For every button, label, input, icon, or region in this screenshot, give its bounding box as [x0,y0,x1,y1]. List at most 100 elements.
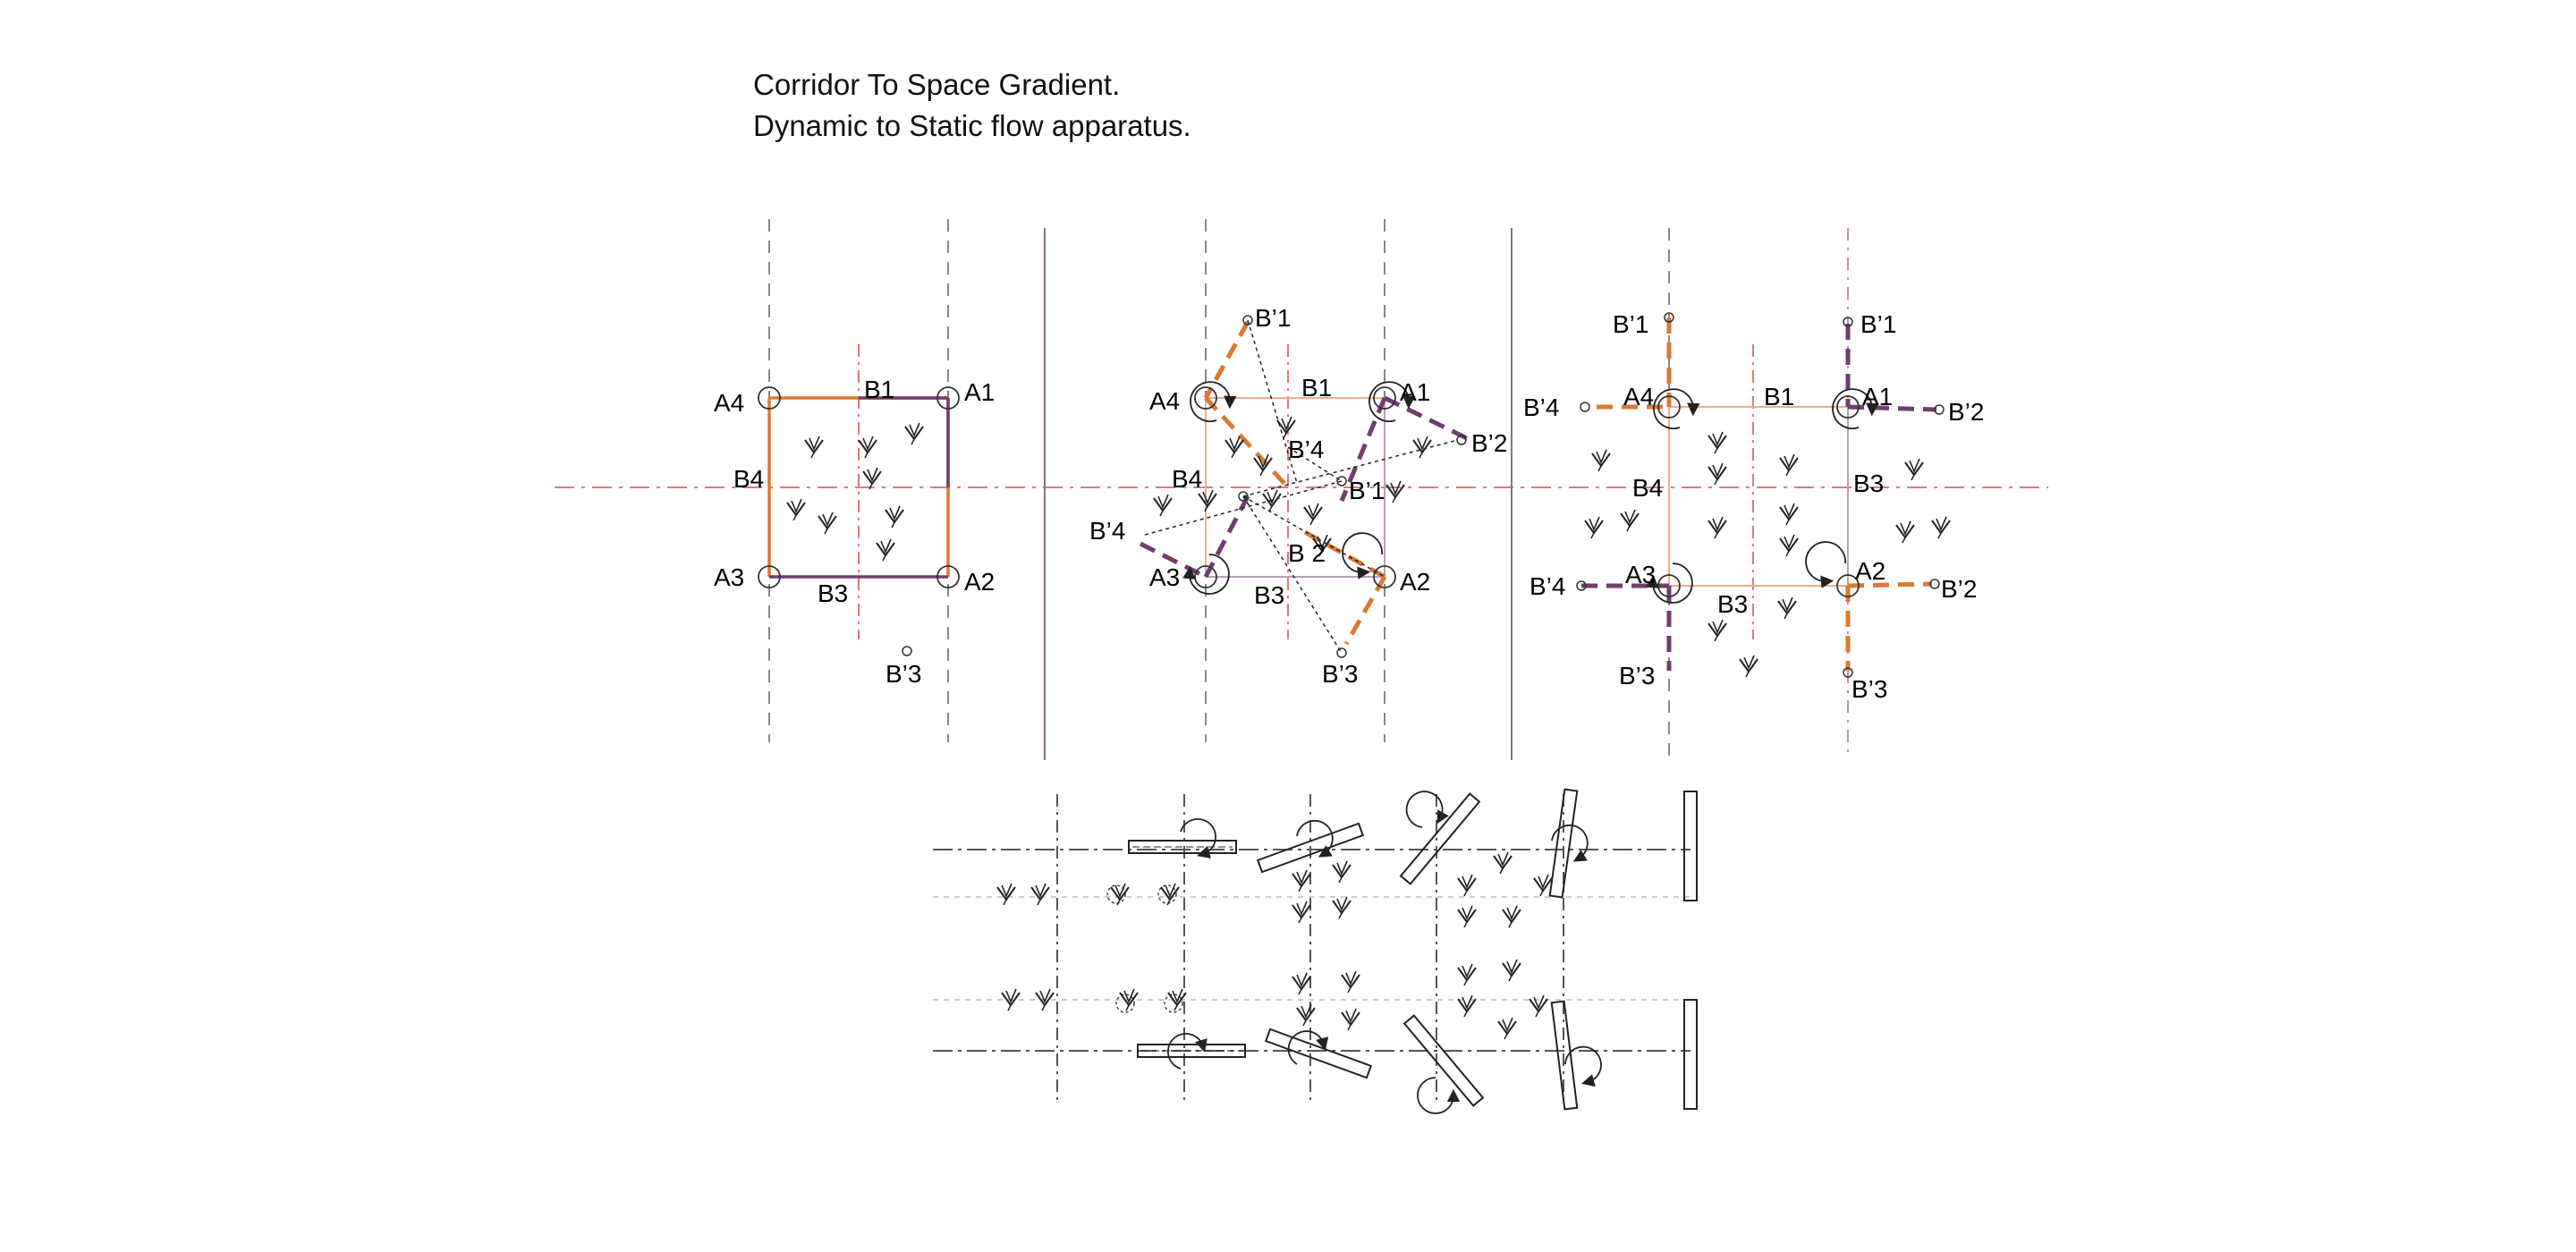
person-figure-icon [1110,883,1130,906]
rotating-panel [1399,792,1481,885]
label: A1 [964,378,995,406]
label: A4 [1623,383,1654,410]
person-figure-icon [818,512,837,535]
person-figure-icon [1153,494,1173,517]
label: B’3 [1322,660,1358,688]
person-figure-icon [1030,883,1050,906]
person-figure-icon [1779,503,1799,526]
label: B’3 [1619,662,1655,689]
person-figure-icon [1412,436,1432,459]
person-figure-icon [1497,1017,1517,1040]
label: B’1 [1860,310,1896,338]
rotation-arrow-icon [1182,554,1230,595]
rotation-arrow-icon [1805,541,1846,588]
person-figure-icon [1332,896,1352,919]
person-figure-icon [1385,480,1405,503]
rotating-panel [1683,791,1698,901]
rotating-panel [1137,1044,1246,1058]
label: B3 [1717,590,1748,618]
person-figure-icon [1904,458,1924,481]
label: B’1 [1349,477,1385,504]
label: A3 [714,563,744,591]
rotation-arrow-icon [1296,819,1334,858]
hinge-circle-icon [1194,386,1217,410]
hinge-circle-icon [1657,395,1681,419]
person-figure-icon [1707,619,1727,642]
rotation-arrow-icon [1551,824,1589,862]
person-figure-icon [1739,655,1758,678]
label: B’1 [1255,304,1291,332]
label: B1 [1764,383,1794,410]
label: B’2 [1471,429,1507,457]
label: B3 [1853,470,1884,497]
person-figure-icon [1777,596,1797,620]
rotation-arrow-icon [1832,388,1879,430]
person-figure-icon [1533,874,1553,897]
person-figure-icon [1493,851,1513,875]
person-figure-icon [786,498,806,521]
person-figure-icon [1457,905,1477,928]
person-figure-icon [1341,1008,1360,1031]
person-figure-icon [1303,503,1323,526]
person-figure-icon [862,467,882,490]
rotation-arrow-icon [1646,563,1693,604]
person-figure-icon [1119,988,1139,1011]
label: A4 [714,389,744,417]
rotation-arrow-icon [1342,532,1383,579]
title-line-2: Dynamic to Static flow apparatus. [753,109,1191,142]
hinge-circle-icon [758,386,781,410]
person-figure-icon [1292,869,1311,892]
rotating-panel [1128,840,1237,854]
label: A2 [1855,557,1885,585]
rotating-panel [1548,788,1579,899]
label: B’2 [1941,575,1977,603]
label: B1 [1301,374,1332,402]
rotation-arrow-icon [1653,388,1700,430]
label: B1 [864,376,894,403]
label: B’1 [1613,310,1648,338]
person-figure-icon [1224,436,1244,459]
person-figure-icon [1591,449,1611,472]
person-figure-icon [876,538,895,562]
label: B’4 [1089,517,1125,545]
person-figure-icon [904,422,924,445]
person-figure-icon [1895,520,1915,544]
person-figure-icon [885,505,904,529]
label: B’4 [1288,436,1324,463]
rotating-panel [1256,822,1365,874]
person-figure-icon [858,436,877,459]
person-figure-icon [1707,462,1727,486]
person-figure-icon [1620,509,1640,532]
rotation-arrow-icon [1368,381,1416,423]
label: A1 [1400,378,1430,406]
rotating-panel [1402,1014,1485,1107]
hinge-circle-icon [936,386,960,410]
corridor-diagram [933,788,1698,1114]
person-figure-icon [1457,874,1477,897]
person-figure-icon [804,436,824,459]
label: B’2 [1948,398,1984,426]
label: B4 [733,465,764,493]
person-figure-icon [1502,959,1521,982]
person-figure-icon [1502,905,1521,928]
person-figure-icon [1457,963,1477,986]
person-figure-icon [1529,994,1548,1018]
person-figure-icon [996,883,1016,906]
person-figure-icon [1292,901,1311,924]
rotation-arrow-icon [1166,1032,1208,1070]
title-line-1: Corridor To Space Gradient. [753,68,1121,101]
label: A4 [1149,387,1180,415]
label: B3 [1254,581,1284,609]
person-figure-icon [1296,1003,1316,1027]
label: A3 [1625,561,1656,588]
panel-3: B’1 B’1 B’4 A4 B1 A1 B’2 B4 B3 B’4 A3 A2… [1523,228,1984,756]
label: B’3 [1852,675,1887,703]
person-figure-icon [1332,860,1352,884]
person-figure-icon [1198,489,1217,512]
label: B4 [1172,465,1202,493]
label: B4 [1632,474,1663,502]
rotation-arrow-icon [1417,1077,1461,1114]
rotation-arrow-icon [1564,1045,1602,1087]
person-figure-icon [1707,516,1727,539]
